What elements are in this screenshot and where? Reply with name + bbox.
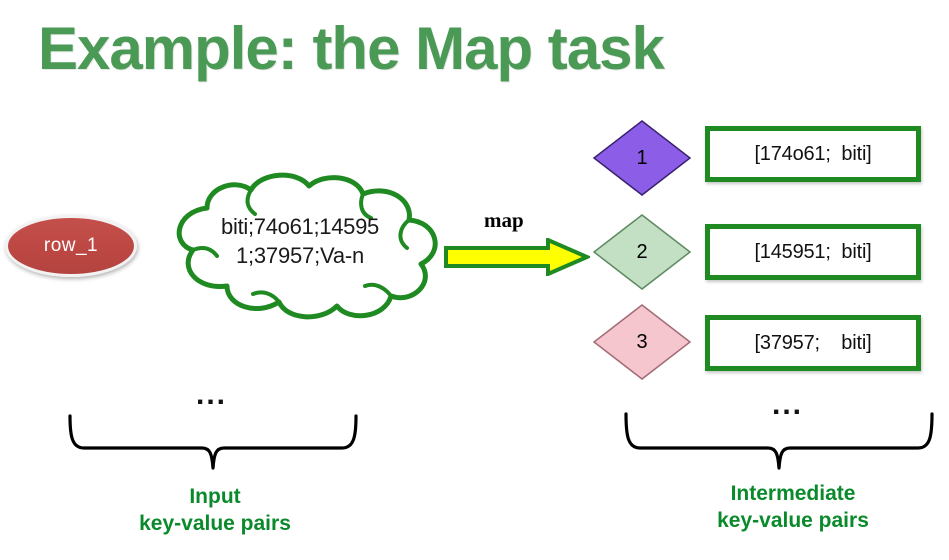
map-arrow-icon <box>444 236 593 281</box>
input-group-brace <box>62 414 362 475</box>
intermediate-pair-box-2-text: [145951; biti] <box>754 240 872 263</box>
intermediate-caption-line-2: key-value pairs <box>717 509 869 533</box>
input-record-line-2: 1;37957;Va-n <box>235 243 365 269</box>
intermediate-key-diamond-1-label: 1 <box>636 146 648 169</box>
intermediate-key-diamond-2: 2 <box>592 213 692 291</box>
cloud-shape-icon <box>176 172 438 320</box>
intermediate-caption-line-1: Intermediate <box>730 482 856 505</box>
intermediate-caption: Intermediate key-value pairs <box>638 480 948 535</box>
intermediate-pair-box-3: [37957; biti] <box>705 315 921 371</box>
intermediate-pair-box-1-text: [174o61; biti] <box>754 142 872 165</box>
intermediate-key-diamond-3: 3 <box>592 303 692 381</box>
input-caption-line-2: key-value pairs <box>139 512 291 536</box>
input-record-cloud: biti;74o61;14595 1;37957;Va-n <box>145 170 455 325</box>
intermediate-key-diamond-2-label: 2 <box>636 240 648 263</box>
intermediate-pair-box-2: [145951; biti] <box>705 224 921 280</box>
intermediate-key-diamond-1: 1 <box>592 119 692 197</box>
input-continuation-dots: ... <box>196 378 228 411</box>
input-record-line-1: biti;74o61;14595 <box>221 214 379 239</box>
input-caption: Input key-value pairs <box>100 483 330 538</box>
intermediate-pair-box-1: [174o61; biti] <box>705 126 921 182</box>
intermediate-group-brace <box>618 412 940 475</box>
input-row-oval: row_1 <box>5 215 137 277</box>
intermediate-pair-box-3-text: [37957; biti] <box>754 331 872 354</box>
map-operation-label: map <box>484 208 524 232</box>
input-record-text: biti;74o61;14595 1;37957;Va-n <box>145 212 455 270</box>
input-row-oval-label: row_1 <box>43 235 99 256</box>
intermediate-key-diamond-3-label: 3 <box>636 330 648 353</box>
input-caption-line-1: Input <box>189 485 241 508</box>
intermediate-continuation-dots: ... <box>772 388 804 421</box>
page-title: Example: the Map task <box>38 15 665 82</box>
